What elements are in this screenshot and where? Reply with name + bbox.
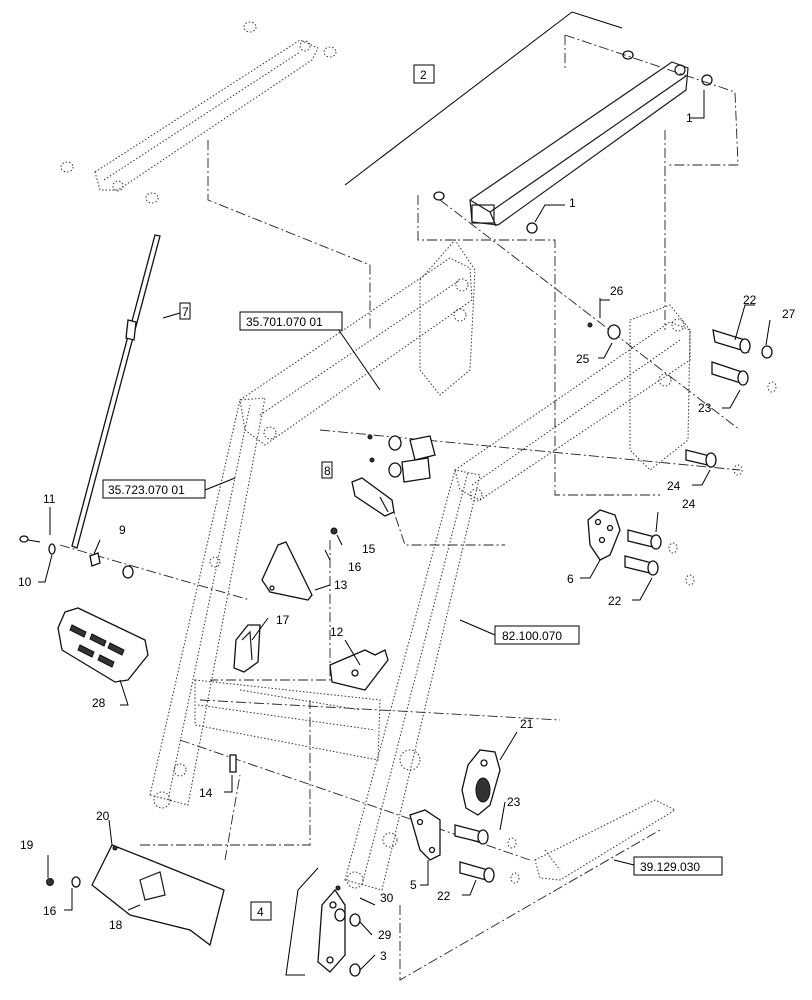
boxed-label-text: 2 4 7 8 <box>182 68 427 919</box>
callout-labels: 1 1 2 3 4 5 6 7 8 9 10 11 12 13 14 15 16… <box>18 111 796 963</box>
screw-15 <box>330 527 338 535</box>
callout-17: 17 <box>276 613 290 627</box>
callout-11: 11 <box>43 492 56 506</box>
lower-right-pins <box>409 809 520 884</box>
callout-24: 24 <box>667 479 681 493</box>
callout-4-boxed: 4 <box>257 905 264 919</box>
callout-14: 14 <box>199 786 213 800</box>
callout-3: 3 <box>380 949 387 963</box>
bolt-14 <box>229 754 237 773</box>
callout-1: 1 <box>686 111 693 125</box>
callout-21: 21 <box>520 717 534 731</box>
clip-17 <box>233 624 261 673</box>
callout-23: 23 <box>507 795 521 809</box>
callout-25: 25 <box>576 352 590 366</box>
callout-22: 22 <box>437 889 451 903</box>
callout-18: 18 <box>109 918 123 932</box>
crossbar-bracket <box>344 11 623 186</box>
callout-12: 12 <box>330 625 344 639</box>
callout-16: 16 <box>348 560 362 574</box>
reference-35-723-070-01: 35.723.070 01 <box>108 483 185 497</box>
assembly-lines <box>59 34 741 981</box>
callout-29: 29 <box>378 928 392 942</box>
bracket-13 <box>261 541 313 601</box>
reference-boxes: 35.701.070 01 35.723.070 01 82.100.070 3… <box>102 311 723 876</box>
callout-15: 15 <box>362 542 376 556</box>
fitting-8 <box>351 477 395 517</box>
cover-21 <box>461 749 501 816</box>
guard-18 <box>46 844 225 947</box>
boxed-label-frames <box>179 64 435 921</box>
callout-10: 10 <box>18 575 32 589</box>
callout-7-boxed: 7 <box>182 305 189 319</box>
callout-27: 27 <box>782 307 796 321</box>
indicator-rod <box>71 234 161 549</box>
callout-30: 30 <box>380 891 394 905</box>
upper-right-pins <box>587 322 777 476</box>
callout-22: 22 <box>608 594 622 608</box>
mid-right-pins <box>624 529 695 586</box>
callout-8-boxed: 8 <box>324 464 331 478</box>
link-assembly-4 <box>317 885 361 977</box>
callout-19: 19 <box>20 838 34 852</box>
callout-23: 23 <box>698 401 712 415</box>
reference-82-100-070: 82.100.070 <box>502 629 562 643</box>
ghost-loader-frame <box>149 239 691 891</box>
callout-22: 22 <box>743 293 757 307</box>
reference-35-701-070-01: 35.701.070 01 <box>246 315 323 329</box>
callout-1: 1 <box>569 196 576 210</box>
callout-20: 20 <box>96 809 110 823</box>
rod-fasteners <box>19 535 134 579</box>
plate-6 <box>587 509 621 561</box>
leader-lines <box>38 90 771 971</box>
bracket-12 <box>329 649 389 691</box>
callout-24: 24 <box>682 497 696 511</box>
crossbar-tube <box>433 50 713 234</box>
callout-2-boxed: 2 <box>420 68 427 82</box>
callout-26: 26 <box>610 284 624 298</box>
grip-handle <box>57 607 149 683</box>
callout-28: 28 <box>92 696 106 710</box>
callout-9: 9 <box>119 523 126 537</box>
callout-6: 6 <box>567 572 574 586</box>
reference-39-129-030: 39.129.030 <box>640 860 700 874</box>
pivot-bosses <box>367 434 436 483</box>
ghost-crossbar-top-left <box>60 21 337 204</box>
callout-13: 13 <box>334 578 348 592</box>
link-bracket <box>285 867 319 976</box>
callout-16: 16 <box>43 904 57 918</box>
callout-5: 5 <box>410 878 417 892</box>
